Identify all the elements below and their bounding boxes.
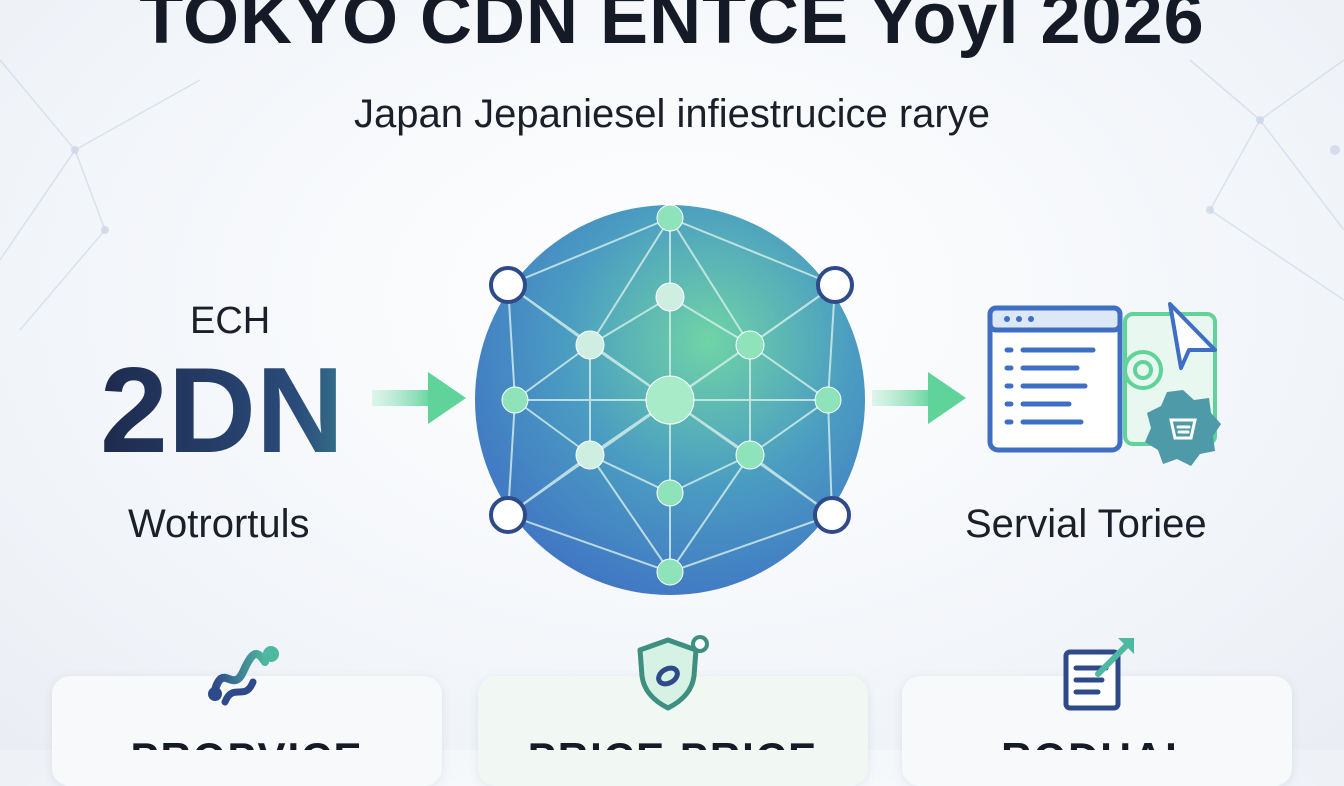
page-title: TOKYO CDN ENTCE Yoyl 2026: [139, 0, 1205, 59]
page-subtitle: Japan Jepaniesel infiestrucice rarye: [354, 92, 990, 136]
feature-title-2: PRICE PRICE: [478, 734, 868, 750]
left-panel: ECH 2DN: [100, 300, 380, 471]
right-caption: Servial Toriee: [965, 502, 1207, 546]
feature-title-1: PROPVICE: [52, 734, 442, 750]
document-edit-icon: [1063, 638, 1134, 711]
arrow-right-icon: [372, 372, 466, 424]
arrow-right-icon: [872, 372, 966, 424]
left-small-label: ECH: [190, 300, 271, 342]
left-caption: Wotrortuls: [128, 502, 310, 546]
background-network: [0, 59, 1344, 331]
left-big-label: 2DN: [100, 349, 380, 471]
feature-title-3: RODUAL: [902, 734, 1292, 750]
server-window-icon: [987, 302, 1221, 466]
network-globe: [475, 204, 865, 595]
route-icon: [208, 646, 279, 706]
shield-icon: [637, 635, 709, 711]
